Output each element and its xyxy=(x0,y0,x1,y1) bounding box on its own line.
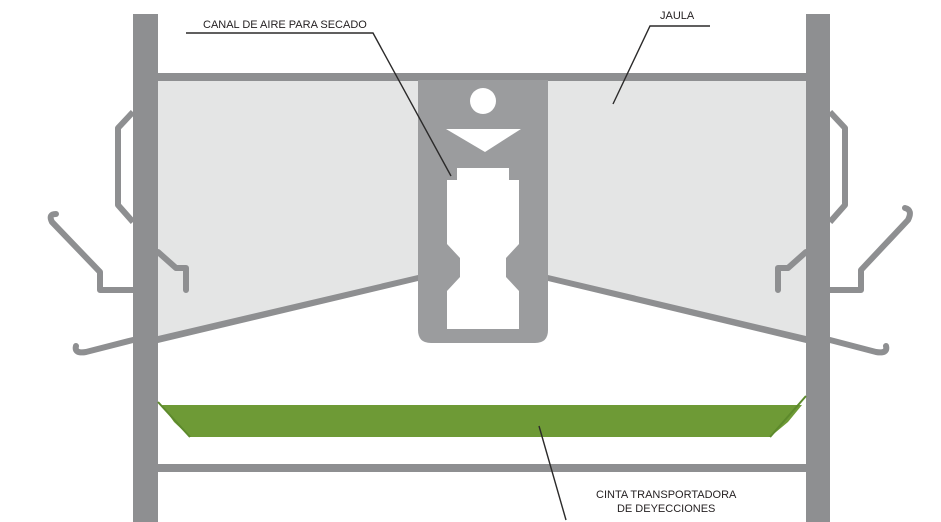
channel-duct-shape xyxy=(447,168,519,329)
label-jaula: JAULA xyxy=(660,10,695,22)
leader-line-canal xyxy=(186,32,452,177)
manure-conveyor-belt xyxy=(162,405,802,437)
leader-line-cinta xyxy=(538,425,567,521)
label-cinta-transportadora: CINTA TRANSPORTADORA DE DEYECCIONES xyxy=(596,488,736,516)
label-canal-de-aire: CANAL DE AIRE PARA SECADO xyxy=(203,19,367,31)
right-hook-lower xyxy=(827,337,890,356)
leader-line-jaula xyxy=(612,25,710,105)
cage-fill-right xyxy=(548,80,806,340)
cage-top-bar xyxy=(158,73,806,81)
cage-floor-right xyxy=(548,275,806,343)
left-hook-upper xyxy=(47,211,136,293)
left-hook-inner xyxy=(155,249,189,293)
label-cinta-line1: CINTA TRANSPORTADORA xyxy=(596,489,737,501)
cage-fill xyxy=(158,80,418,340)
right-hook-inner xyxy=(775,249,809,293)
lower-bar-1 xyxy=(158,464,806,472)
left-hook-lower xyxy=(72,337,136,356)
left-bracket-upper xyxy=(115,109,136,224)
belt-edge-left xyxy=(157,401,191,438)
left-post xyxy=(133,14,158,522)
right-post xyxy=(806,14,830,522)
belt-edge-right xyxy=(769,395,807,438)
right-bracket-upper xyxy=(827,109,848,224)
channel-funnel xyxy=(446,129,521,152)
label-cinta-line2: DE DEYECCIONES xyxy=(616,503,716,515)
right-hook-upper xyxy=(827,205,913,293)
cage-floor-left xyxy=(158,275,418,343)
channel-hole xyxy=(470,88,496,114)
